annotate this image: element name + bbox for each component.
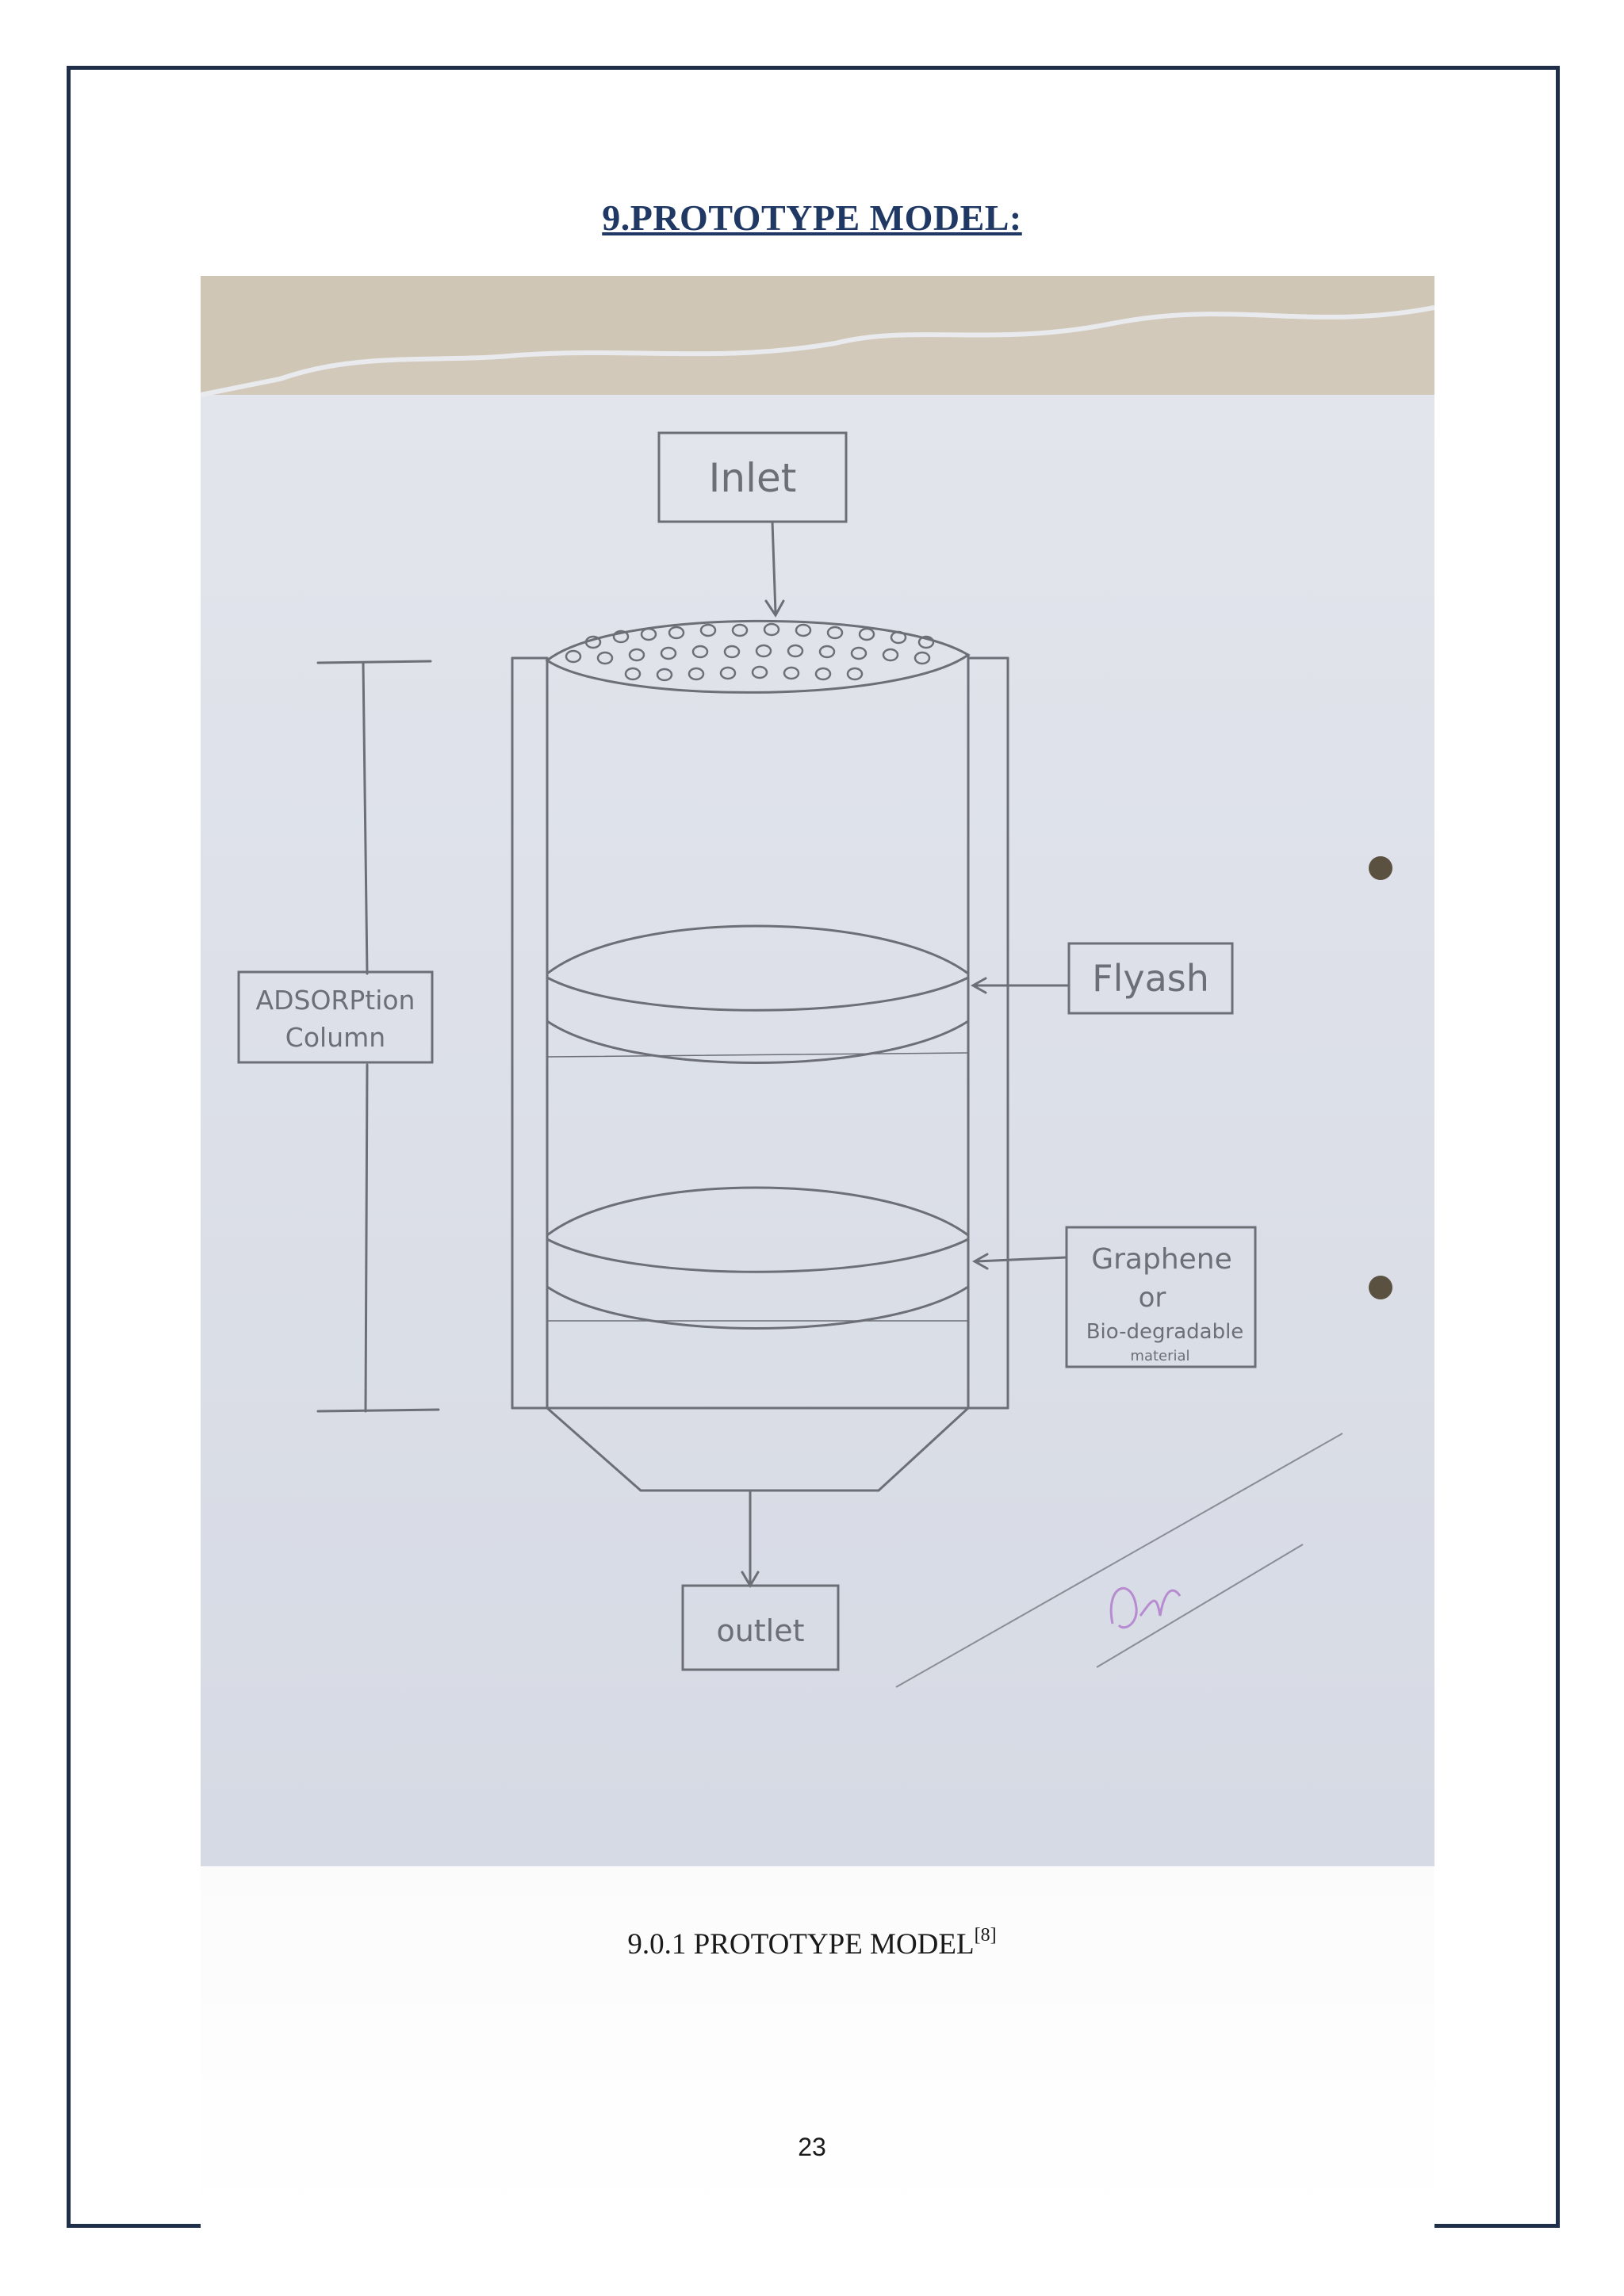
paper-tear bbox=[201, 276, 1434, 395]
inlet-arrow bbox=[771, 520, 777, 614]
punch-hole-top bbox=[1369, 856, 1392, 880]
outlet-box bbox=[681, 1584, 840, 1671]
inlet-box bbox=[657, 431, 848, 523]
dimension-top-tick bbox=[316, 660, 432, 664]
pencil-stroke-2 bbox=[1096, 1544, 1304, 1668]
punch-hole-bottom bbox=[1369, 1276, 1392, 1299]
dimension-bottom-tick bbox=[316, 1408, 440, 1413]
graphene-layer-bottom bbox=[546, 1285, 970, 1330]
adsorption-label-line2: Column bbox=[285, 1022, 385, 1053]
graphene-label-line4: material bbox=[1130, 1348, 1189, 1364]
dimension-line-lower bbox=[364, 1063, 369, 1413]
graphene-arrow bbox=[975, 1256, 1068, 1263]
page-number: 23 bbox=[798, 2133, 826, 2161]
dimension-line-upper bbox=[362, 661, 369, 975]
prototype-sketch-photo: Inlet outlet ADSORPtion Column Flyash Gr… bbox=[201, 276, 1434, 1866]
paper-edge-highlight bbox=[201, 305, 1434, 397]
flyash-layer-top bbox=[546, 924, 970, 975]
graphene-label-box bbox=[1065, 1226, 1257, 1368]
caption-text: 9.0.1 PROTOTYPE MODEL bbox=[627, 1928, 975, 1961]
flyash-arrowhead bbox=[970, 977, 987, 994]
flyash-layer-bottom bbox=[546, 1020, 970, 1064]
signature-mark bbox=[1109, 1586, 1182, 1629]
flyash-label: Flyash bbox=[1092, 957, 1209, 1000]
inlet-label: Inlet bbox=[709, 455, 797, 501]
outlet-label: outlet bbox=[716, 1613, 804, 1648]
graphene-layer-top bbox=[546, 1186, 970, 1237]
graphene-label-line2: or bbox=[1139, 1282, 1166, 1314]
adsorption-label-box bbox=[237, 970, 434, 1064]
page-title: 9.PROTOTYPE MODEL: bbox=[602, 197, 1022, 238]
flyash-layer-mid bbox=[546, 976, 970, 1012]
flyash-layer-line bbox=[546, 1052, 969, 1058]
inlet-arrowhead bbox=[764, 599, 785, 618]
adsorption-label-line1: ADSORPtion bbox=[256, 985, 416, 1016]
graphene-arrowhead bbox=[971, 1253, 989, 1270]
distributor-holes bbox=[565, 622, 935, 682]
pencil-stroke bbox=[895, 1433, 1343, 1688]
flyash-label-box bbox=[1067, 942, 1234, 1015]
prototype-sketch: Inlet outlet ADSORPtion Column Flyash Gr… bbox=[201, 276, 1434, 1688]
photo-background-lower bbox=[201, 1866, 1434, 2228]
graphene-layer-mid bbox=[546, 1238, 970, 1273]
column-cone bbox=[546, 1406, 970, 1492]
caption-reference: [8] bbox=[974, 1925, 997, 1946]
figure-caption: 9.0.1 PROTOTYPE MODEL[8] bbox=[0, 1925, 1624, 1961]
top-distributor bbox=[545, 619, 971, 694]
graphene-label-line3: Bio-degradable bbox=[1086, 1320, 1244, 1344]
graphene-label-line1: Graphene bbox=[1091, 1243, 1232, 1276]
